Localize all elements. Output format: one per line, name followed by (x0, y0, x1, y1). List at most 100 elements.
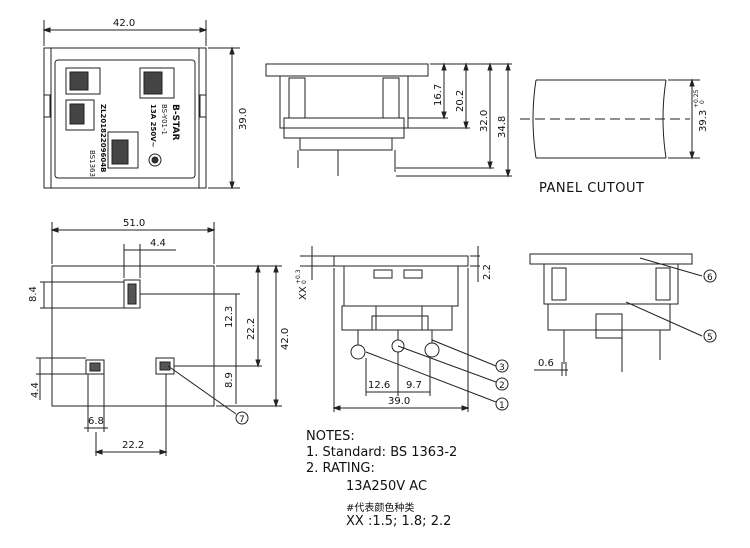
socket-face (54, 59, 196, 179)
dim-2-2-right: 2.2 (482, 264, 493, 280)
fuse-center (151, 156, 159, 164)
dim-16-7: 16.7 (433, 84, 444, 106)
latch-left (288, 77, 306, 119)
view-panel-cutout (520, 78, 700, 160)
cutout-tol-minus: 0 (699, 100, 706, 104)
labels: 42.0 39.0 B-STAR BS-Y01-1 13A 250V~ ZL20… (28, 18, 713, 451)
callout-7: 7 (239, 415, 245, 425)
view-bottom-middle (300, 246, 509, 412)
dim-39: 39.0 (238, 108, 249, 130)
slot-earth (65, 99, 95, 131)
bm-flange (333, 255, 469, 267)
dim-12-3: 12.3 (224, 306, 235, 328)
callout-2-circle (495, 377, 509, 391)
bm-right-block (421, 305, 453, 331)
slot-top-right (139, 67, 175, 99)
bm-terminal-1 (350, 344, 366, 360)
pin-neutral (85, 359, 105, 375)
clip-left (43, 94, 51, 118)
callout-3-circle (495, 359, 509, 373)
bm-terminal-3 (424, 342, 440, 358)
cutout-tol-plus: +0.25 (693, 89, 700, 108)
dim-42: 42.0 (113, 18, 135, 29)
pin-layout-frame (51, 265, 215, 407)
cutout-break-left (532, 79, 537, 159)
notes-title: NOTES: (306, 429, 355, 444)
dim-34-8: 34.8 (497, 116, 508, 138)
cutout-dim: 39.3 (698, 110, 709, 132)
marking-model: BS-Y01-1 (160, 104, 168, 135)
dim-4-4-top: 4.4 (150, 238, 166, 249)
bm-window-left (373, 269, 393, 279)
callout-6-circle (703, 269, 717, 283)
callout-7-circle (235, 411, 249, 425)
notes-xx-values: XX :1.5; 1.8; 2.2 (346, 514, 452, 529)
socket-outer-frame (43, 47, 207, 189)
dim-51: 51.0 (123, 218, 145, 229)
slot-earth-fill (69, 103, 85, 125)
bm-window-right (403, 269, 423, 279)
callout-2: 2 (499, 381, 505, 391)
pin-neutral-fill (89, 362, 101, 372)
fuse-circle (148, 153, 162, 167)
notes-hash-note: #代表颜色种类 (346, 503, 415, 514)
xx-tol-minus: 0 (301, 280, 308, 284)
dim-22-2-horiz: 22.2 (122, 440, 144, 451)
xx-label: XX (298, 286, 309, 300)
socket-inner-frame (50, 47, 200, 189)
dim-0-6: 0.6 (538, 358, 554, 369)
slot-top-left-fill (69, 71, 89, 91)
br-center (595, 313, 623, 339)
callout-5-circle (703, 329, 717, 343)
dim-9-7: 9.7 (406, 380, 422, 391)
flange (265, 63, 429, 77)
view-bottom-left (36, 222, 282, 456)
callout-3: 3 (499, 363, 505, 373)
view-top-middle (265, 62, 512, 178)
dim-6-8: 6.8 (88, 416, 104, 427)
view-top-left (42, 20, 240, 190)
br-flange (529, 253, 693, 265)
br-body (543, 263, 679, 305)
bm-left-block (341, 305, 377, 331)
panel-cutout-label: PANEL CUTOUT (539, 181, 644, 196)
br-latch-right (655, 267, 671, 301)
view-bottom-right (529, 253, 717, 376)
notes-rating: 13A250V AC (346, 479, 428, 494)
marking-standard: BS1363 (88, 150, 96, 177)
notes-line-2: 2. RATING: (306, 461, 375, 476)
notes-line-1: 1. Standard: BS 1363-2 (306, 445, 458, 460)
xx-tol-plus: +0.3 (295, 269, 302, 284)
dim-4-4-left: 4.4 (30, 382, 41, 398)
dim-8-4: 8.4 (28, 286, 39, 302)
dim-12-6: 12.6 (368, 380, 390, 391)
dim-32-0: 32.0 (479, 110, 490, 132)
dim-39-bottom: 39.0 (388, 396, 410, 407)
dim-42-vert: 42.0 (280, 328, 291, 350)
body-upper (279, 75, 409, 129)
slot-top-left (65, 67, 101, 95)
latch-right (382, 77, 400, 119)
pin-earth-fill (127, 283, 137, 305)
marking-brand: B-STAR (170, 104, 180, 140)
clip-right (199, 94, 207, 118)
callout-1: 1 (499, 401, 505, 411)
marking-rating: 13A 250V~ (149, 104, 157, 148)
dim-20-2: 20.2 (455, 90, 466, 112)
bm-center-block (371, 315, 429, 331)
body-base (299, 137, 393, 151)
callout-5: 5 (707, 333, 713, 343)
pin-live-fill (159, 361, 171, 371)
bm-body (343, 265, 459, 307)
callout-1-circle (495, 397, 509, 411)
marking-patent: ZL20182209604B (99, 104, 107, 172)
slot-top-right-fill (143, 71, 163, 95)
br-base (547, 303, 671, 331)
dim-8-9: 8.9 (224, 372, 235, 388)
callout-6: 6 (707, 273, 713, 283)
slot-bottom-fill (111, 139, 129, 165)
br-latch-left (551, 267, 567, 301)
dim-22-2-vert: 22.2 (246, 318, 257, 340)
